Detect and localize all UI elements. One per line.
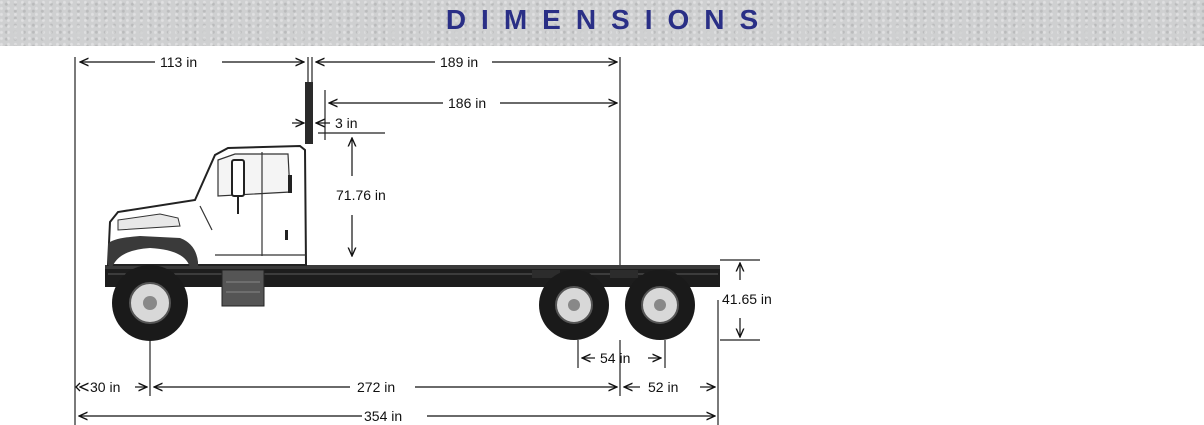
- label-back-of-cab-to-end-of-frame: 189 in: [440, 54, 478, 70]
- rear-wheel-front-axle: [539, 270, 609, 340]
- dim-arrowhead-30-left: [75, 382, 81, 392]
- dimension-arrows: [79, 62, 740, 416]
- extension-lines: [74, 57, 760, 425]
- cab-window: [217, 153, 291, 197]
- rear-wheel-rear-axle: [625, 270, 695, 340]
- label-back-of-cab-to-axle: 186 in: [448, 95, 486, 111]
- label-wheelbase: 272 in: [357, 379, 395, 395]
- dimension-labels: 113 in 189 in 186 in 3 in 71.76 in 41.65…: [90, 53, 772, 424]
- truck-illustration: [105, 82, 720, 341]
- fuel-tank: [221, 269, 265, 307]
- label-cab-height: 71.76 in: [336, 187, 386, 203]
- label-rear-overhang: 52 in: [648, 379, 678, 395]
- label-frame-height: 41.65 in: [722, 291, 772, 307]
- label-front-to-back-of-cab: 113 in: [160, 54, 197, 70]
- exhaust-stack: [305, 82, 313, 144]
- front-wheel: [112, 265, 188, 341]
- label-overall-length: 354 in: [364, 408, 402, 424]
- header-banner: DIMENSIONS: [0, 0, 1204, 46]
- page-title: DIMENSIONS: [445, 4, 774, 35]
- mirror: [231, 159, 245, 197]
- label-exhaust-clearance: 3 in: [335, 115, 358, 131]
- label-front-overhang: 30 in: [90, 379, 120, 395]
- label-tandem-spacing: 54 in: [600, 350, 630, 366]
- front-fender: [108, 236, 198, 268]
